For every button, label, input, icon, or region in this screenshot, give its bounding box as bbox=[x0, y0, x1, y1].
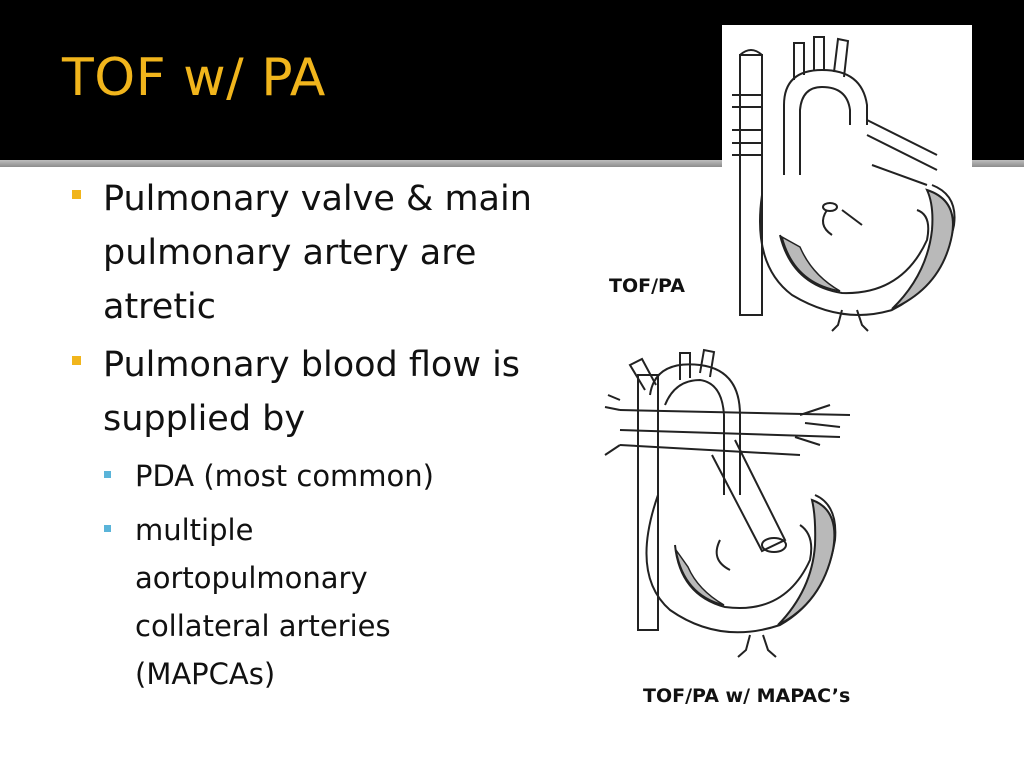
figure-caption-tof-pa-mapcas: TOF/PA w/ MAPAC’s bbox=[643, 685, 851, 707]
bullet-text: Pulmonary blood flow is supplied by bbox=[103, 345, 521, 439]
sub-bullet-item: PDA (most common) bbox=[102, 452, 550, 500]
bullet-item: Pulmonary blood flow is supplied by bbox=[70, 338, 550, 446]
heart-illustration-icon bbox=[732, 36, 956, 332]
tof-pa-heart-diagram bbox=[722, 25, 972, 335]
bullet-list: Pulmonary valve & main pulmonary artery … bbox=[70, 172, 550, 698]
title-divider bbox=[0, 160, 1024, 167]
tof-pa-mapcas-heart-diagram bbox=[600, 345, 851, 665]
slide-title: TOF w/ PA bbox=[62, 48, 326, 108]
figure-caption-tof-pa: TOF/PA bbox=[609, 275, 685, 297]
bullet-marker-icon bbox=[72, 190, 81, 199]
sub-bullet-text: multiple aortopulmonary collateral arter… bbox=[135, 513, 391, 691]
sub-bullet-item: multiple aortopulmonary collateral arter… bbox=[102, 506, 550, 698]
sub-bullet-marker-icon bbox=[104, 471, 111, 478]
bullet-text: Pulmonary valve & main pulmonary artery … bbox=[103, 179, 532, 327]
bullet-marker-icon bbox=[72, 356, 81, 365]
bullet-item: Pulmonary valve & main pulmonary artery … bbox=[70, 172, 550, 334]
sub-bullet-text: PDA (most common) bbox=[135, 459, 434, 493]
sub-bullet-marker-icon bbox=[104, 525, 111, 532]
heart-mapcas-illustration-icon bbox=[604, 348, 851, 658]
